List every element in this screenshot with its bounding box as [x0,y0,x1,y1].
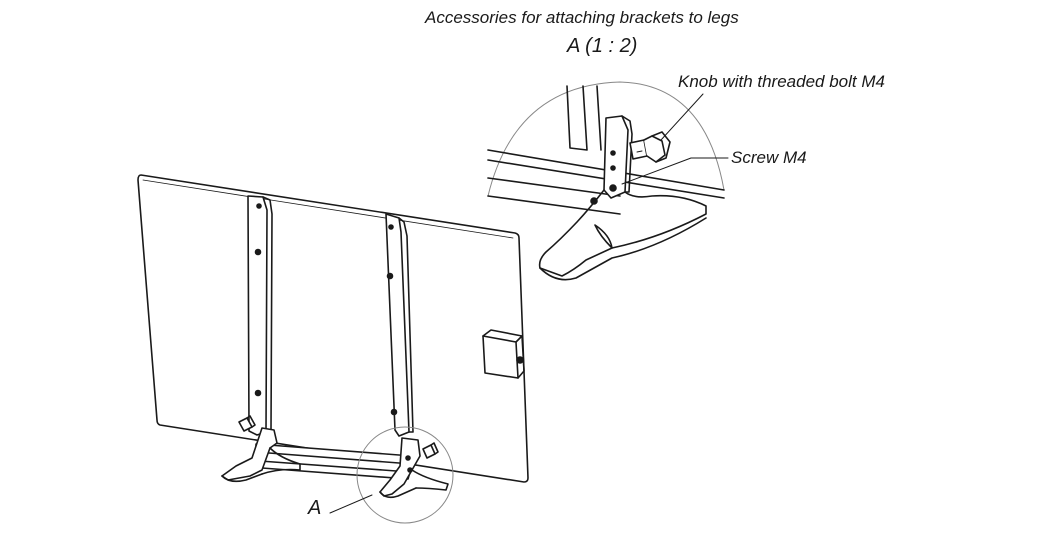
detail-view [487,81,725,281]
right-leg [379,437,449,499]
detail-leader-line [329,494,373,514]
screw-callout-label: Screw M4 [731,148,807,167]
diagram-title: Accessories for attaching brackets to le… [425,8,739,27]
detail-marker-label: A [308,497,322,519]
control-box [482,329,525,379]
knob-leader-line [660,93,704,141]
left-leg [221,427,301,483]
knob-icon [422,442,439,459]
detail-circle [356,426,454,524]
detail-scale-label: A (1 : 2) [567,35,638,57]
heater-panel [137,174,529,483]
screw-leader-line [621,157,729,185]
right-bracket [385,213,414,437]
knob-icon [238,415,256,432]
knob-callout-label: Knob with threaded bolt M4 [678,72,885,91]
